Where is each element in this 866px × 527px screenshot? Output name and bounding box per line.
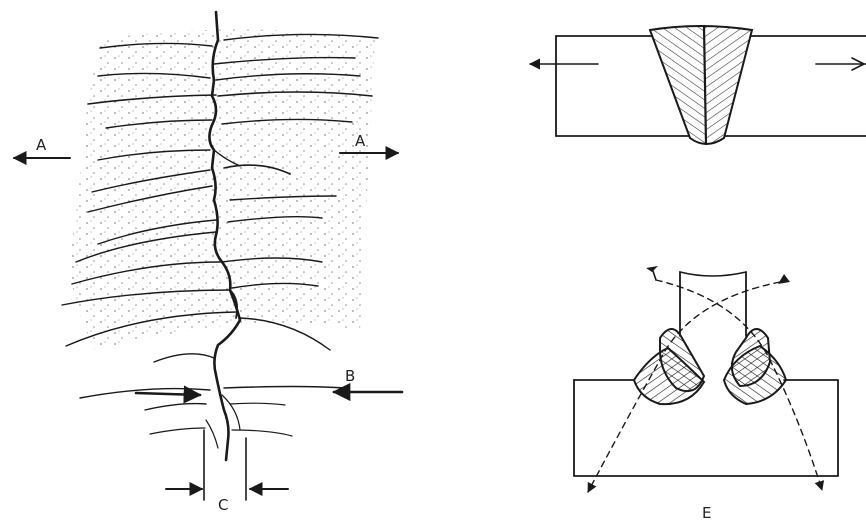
weld-bead-top-view [62,12,378,500]
butt-weld-cross-section [530,26,866,144]
arrow-b-left [136,393,200,395]
label-c: C [218,496,228,514]
label-a-left: A [36,136,47,154]
label-a-right: A [355,132,366,150]
label-b: B [345,367,355,385]
fillet-weld-cross-section [574,266,838,492]
label-e: E [702,504,711,522]
